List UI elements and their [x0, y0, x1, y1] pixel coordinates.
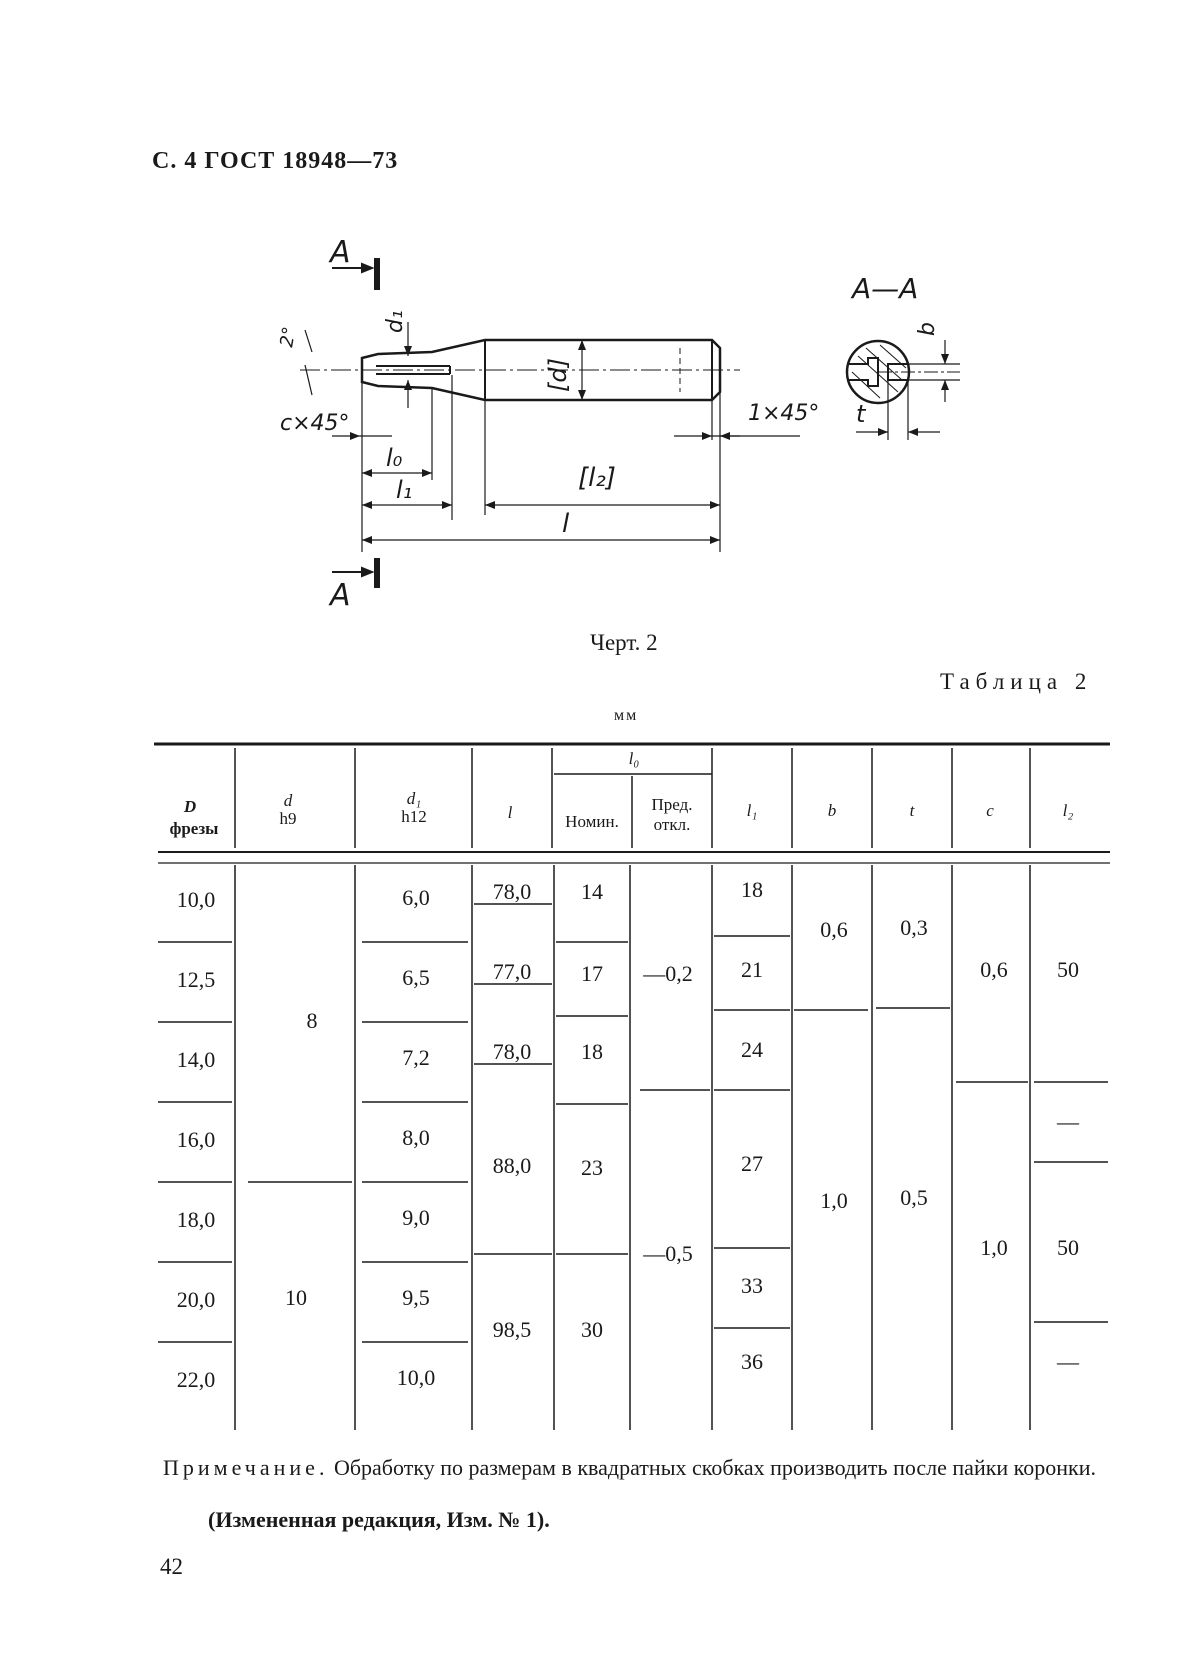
header-l2: l₂ — [1063, 801, 1074, 820]
data-table: D фрезы d h9 d₁ h12 l l₀ Номин. Пред. от… — [154, 742, 1110, 1430]
d-label: [d] — [544, 358, 572, 392]
header-l0-nom: Номин. — [565, 812, 619, 831]
chamfer-c-label: c×45° — [280, 411, 350, 436]
t-label: t — [856, 400, 867, 428]
cell-D-5: 20,0 — [177, 1287, 216, 1312]
cell-D-2: 14,0 — [177, 1047, 216, 1072]
table-caption: Таблица 2 — [940, 669, 1093, 694]
cell-l-0: 78,0 — [493, 879, 532, 904]
cell-l-3: 88,0 — [493, 1153, 532, 1178]
header-d1-sub: h12 — [401, 807, 427, 826]
cell-d1-6: 10,0 — [397, 1365, 436, 1390]
cell-d-1: 10 — [285, 1285, 307, 1310]
cell-b-1: 1,0 — [820, 1188, 848, 1213]
cell-l0nom-3: 23 — [581, 1155, 603, 1180]
cell-l0dev-1: —0,5 — [642, 1241, 693, 1266]
cell-l0nom-0: 14 — [581, 879, 603, 904]
angle-label: 2° — [276, 325, 300, 349]
header-D-sub: фрезы — [170, 819, 219, 838]
cell-c-0: 0,6 — [980, 957, 1008, 982]
cell-l0nom-4: 30 — [581, 1317, 603, 1342]
cell-d-0: 8 — [307, 1008, 318, 1033]
cell-l1-4: 33 — [741, 1273, 763, 1298]
figure-caption: Черт. 2 — [590, 630, 658, 655]
cell-l-2: 78,0 — [493, 1039, 532, 1064]
header-c: c — [986, 801, 994, 820]
header-b: b — [828, 801, 837, 820]
cell-D-3: 16,0 — [177, 1127, 216, 1152]
header-d-sub: h9 — [280, 809, 297, 828]
cell-l0nom-2: 18 — [581, 1039, 603, 1064]
document-header: С. 4 ГОСТ 18948—73 — [152, 148, 399, 174]
technical-drawing: А А А—А 2° d₁ [d] c×45° 1×45° l₀ l₁ [l₂]… — [276, 235, 960, 613]
l2-label: [l₂] — [578, 463, 616, 493]
cell-l1-0: 18 — [741, 877, 763, 902]
cell-l0dev-0: —0,2 — [642, 961, 693, 986]
header-t: t — [910, 801, 916, 820]
amendment-note: (Измененная редакция, Изм. № 1). — [208, 1507, 550, 1532]
cell-d1-0: 6,0 — [402, 885, 430, 910]
chamfer-1-label: 1×45° — [748, 401, 819, 426]
table-note: Примечание. Обработку по размерам в квад… — [163, 1455, 1103, 1481]
cell-t-0: 0,3 — [900, 915, 928, 940]
cell-l1-3: 27 — [741, 1151, 763, 1176]
cell-d1-5: 9,5 — [402, 1285, 430, 1310]
cell-D-1: 12,5 — [177, 967, 216, 992]
b-label: b — [915, 322, 940, 336]
header-l: l — [508, 803, 513, 822]
cell-D-0: 10,0 — [177, 887, 216, 912]
l0-label: l₀ — [386, 444, 403, 472]
cell-D-6: 22,0 — [177, 1367, 216, 1392]
cell-d1-3: 8,0 — [402, 1125, 430, 1150]
cell-b-0: 0,6 — [820, 917, 848, 942]
section-mark-bottom: А — [328, 578, 351, 613]
header-l0: l₀ — [629, 749, 640, 768]
cell-l2-3: — — [1056, 1349, 1080, 1374]
cell-l-4: 98,5 — [493, 1317, 532, 1342]
cell-l0nom-1: 17 — [581, 961, 603, 986]
cell-t-1: 0,5 — [900, 1185, 928, 1210]
cell-l-1: 77,0 — [493, 959, 532, 984]
units-label: мм — [614, 707, 639, 724]
header-l0-dev-2: откл. — [654, 815, 691, 834]
cell-l2-1: — — [1056, 1109, 1080, 1134]
note-label: Примечание. — [163, 1455, 329, 1480]
section-title: А—А — [850, 272, 918, 305]
cell-l2-2: 50 — [1057, 1235, 1079, 1260]
page-number: 42 — [160, 1554, 183, 1579]
cell-d1-1: 6,5 — [402, 965, 430, 990]
header-l0-dev-1: Пред. — [652, 795, 693, 814]
cell-D-4: 18,0 — [177, 1207, 216, 1232]
header-D: D — [183, 797, 196, 816]
header-d1: d₁ — [407, 789, 421, 808]
header-d: d — [284, 791, 293, 810]
cell-d1-4: 9,0 — [402, 1205, 430, 1230]
cell-l1-5: 36 — [741, 1349, 763, 1374]
cell-c-1: 1,0 — [980, 1235, 1008, 1260]
cell-l1-1: 21 — [741, 957, 763, 982]
cell-l2-0: 50 — [1057, 957, 1079, 982]
section-mark-top: А — [328, 235, 351, 270]
l1-label: l₁ — [396, 476, 412, 504]
cell-l1-2: 24 — [741, 1037, 763, 1062]
l-label: l — [562, 509, 570, 539]
note-text: Обработку по размерам в квадратных скобк… — [333, 1455, 1096, 1480]
header-l1: l₁ — [747, 801, 758, 820]
cell-d1-2: 7,2 — [402, 1045, 430, 1070]
d1-label: d₁ — [383, 310, 408, 333]
